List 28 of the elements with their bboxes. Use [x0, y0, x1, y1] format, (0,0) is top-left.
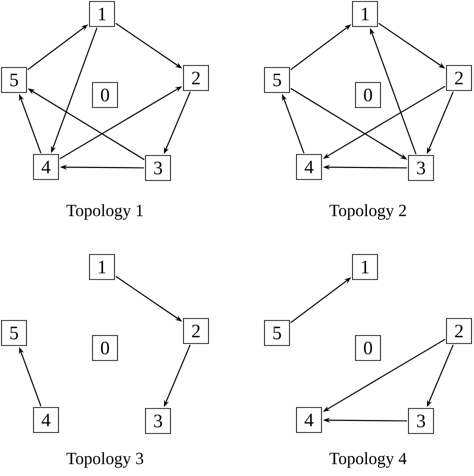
node-box: 0	[355, 335, 381, 361]
node-box: 3	[408, 155, 434, 181]
node-box: 1	[352, 1, 378, 27]
caption: Topology 4	[329, 452, 407, 468]
node-box: 5	[1, 67, 27, 93]
caption: Topology 1	[66, 204, 143, 220]
node-box: 5	[264, 320, 290, 346]
node-box: 0	[355, 82, 381, 108]
node-box: 4	[296, 154, 322, 180]
node-box: 0	[92, 335, 118, 361]
node-box: 2	[446, 65, 472, 91]
node-box: 3	[145, 155, 171, 181]
node-box: 1	[89, 254, 115, 280]
node-box: 4	[33, 154, 59, 180]
node-box: 1	[89, 1, 115, 27]
node-box: 2	[183, 318, 209, 344]
node-box: 0	[92, 82, 118, 108]
caption: Topology 2	[329, 204, 406, 220]
node-box: 5	[1, 320, 27, 346]
node-box: 4	[33, 407, 59, 433]
node-box: 5	[264, 67, 290, 93]
node-box: 2	[446, 318, 472, 344]
node-box: 1	[352, 254, 378, 280]
node-box: 4	[296, 407, 322, 433]
node-box: 2	[183, 65, 209, 91]
caption: Topology 3	[66, 452, 144, 468]
node-box: 3	[408, 408, 434, 434]
node-box: 3	[145, 408, 171, 434]
